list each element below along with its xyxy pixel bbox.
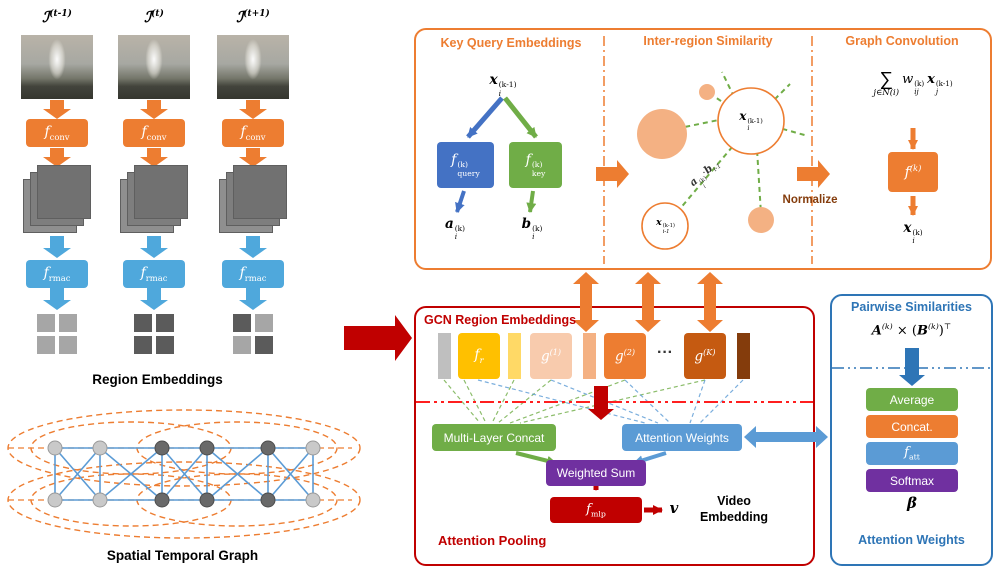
- softmax-box: Softmax: [866, 469, 958, 492]
- pairwise-title: Pairwise Similarities: [851, 300, 972, 314]
- g1-box: g(1): [530, 333, 572, 379]
- graph-conv-formula: ∑ j∈N(i) w(k)ij x(k-1)j: [873, 69, 953, 98]
- g2-box: g(2): [604, 333, 646, 379]
- key-output-label: b(k)i: [521, 216, 543, 242]
- region-cell: [59, 314, 77, 332]
- ellipsis-label: ···: [657, 344, 673, 361]
- fconv-box: fconv: [26, 119, 88, 147]
- feature-map-layer: [233, 165, 287, 219]
- region-cell: [37, 336, 55, 354]
- weighted-sum-box: Weighted Sum: [546, 460, 646, 486]
- pairwise-formula: A(k) × (B(k))⊤: [871, 322, 952, 339]
- concat-box: Concat.: [866, 415, 958, 438]
- frmac-box: frmac: [26, 260, 88, 288]
- spatial-temporal-graph-caption: Spatial Temporal Graph: [106, 548, 259, 563]
- fk-box: f(k): [888, 152, 938, 192]
- frmac-box: frmac: [123, 260, 185, 288]
- video-embedding-vector-label: v: [669, 499, 679, 517]
- region-cell: [233, 336, 251, 354]
- region-cell: [134, 314, 152, 332]
- beta-label: β: [907, 494, 917, 512]
- attention-weights-caption: Attention Weights: [858, 533, 965, 547]
- attention-pooling-caption: Attention Pooling: [438, 533, 547, 548]
- attention-weights-box: Attention Weights: [622, 424, 742, 451]
- region-cell: [233, 314, 251, 332]
- embedding-bar-yellow: [508, 333, 521, 379]
- graph-conv-output-label: x(k)i: [903, 220, 923, 246]
- gcn-embeddings-title: GCN Region Embeddings: [424, 313, 577, 327]
- query-output-label: a(k)i: [444, 216, 466, 242]
- gcn-layer-panel: [414, 28, 992, 270]
- center-node-label: x(k-1)i: [739, 109, 763, 133]
- key-query-title: Key Query Embeddings: [440, 36, 582, 50]
- embedding-bar-salmon: [583, 333, 596, 379]
- graph-conv-title: Graph Convolution: [845, 34, 959, 48]
- kq-input-label: x(k-1)i: [489, 72, 517, 98]
- multi-layer-concat-box: Multi-Layer Concat: [432, 424, 556, 451]
- region-cell: [156, 336, 174, 354]
- fconv-box: fconv: [123, 119, 185, 147]
- frmac-box: frmac: [222, 260, 284, 288]
- pairwise-similarities-panel: [830, 294, 993, 566]
- region-cell: [255, 336, 273, 354]
- video-embedding-caption: Video Embedding: [699, 494, 769, 524]
- frame-label-t-minus-1: ℐ(t-1): [42, 8, 72, 26]
- frame-label-t: ℐ(t): [144, 8, 164, 26]
- region-embeddings-to-gcn-arrow: [344, 315, 412, 361]
- average-box: Average: [866, 388, 958, 411]
- fkey-box: f(k)key: [509, 142, 562, 188]
- region-cell: [37, 314, 55, 332]
- fatt-box: fatt: [866, 442, 958, 465]
- region-cell: [134, 336, 152, 354]
- feature-map-layer: [134, 165, 188, 219]
- region-embeddings-caption: Region Embeddings: [92, 372, 223, 387]
- region-cell: [156, 314, 174, 332]
- embedding-bar-gray: [438, 333, 451, 379]
- region-cell: [59, 336, 77, 354]
- feature-map-layer: [37, 165, 91, 219]
- fr-box: fr: [458, 333, 500, 379]
- fquery-box: f(k)query: [437, 142, 494, 188]
- video-frame-thumbnail: [118, 35, 190, 99]
- video-frame-thumbnail: [21, 35, 93, 99]
- video-frame-thumbnail: [217, 35, 289, 99]
- gK-box: g(K): [684, 333, 726, 379]
- embedding-bar-brown: [737, 333, 750, 379]
- prev-node-label: x(k-1)i-1: [656, 217, 675, 236]
- fmlp-box: fmlp: [550, 497, 642, 523]
- normalize-label: Normalize: [782, 194, 838, 206]
- spatial-temporal-graph: [7, 409, 361, 539]
- fconv-box: fconv: [222, 119, 284, 147]
- inter-region-title: Inter-region Similarity: [643, 34, 773, 48]
- region-cell: [255, 314, 273, 332]
- frame-label-t-plus-1: ℐ(t+1): [236, 8, 270, 26]
